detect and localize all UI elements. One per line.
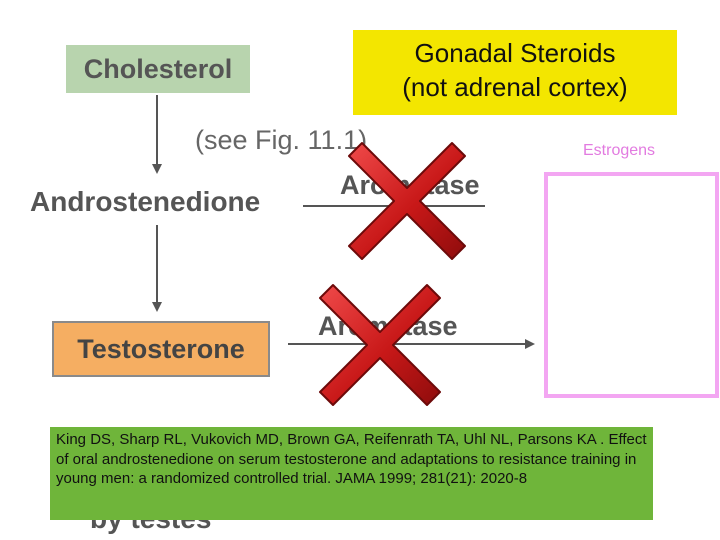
title-line-1: Gonadal Steroids bbox=[414, 38, 616, 68]
cross-icon bbox=[319, 284, 441, 406]
cholesterol-box: Cholesterol bbox=[66, 45, 250, 93]
androstenedione-label: Androstenedione bbox=[30, 186, 261, 217]
testosterone-box: Testosterone bbox=[52, 321, 270, 377]
estrogens-box bbox=[544, 172, 719, 398]
citation-box: King DS, Sharp RL, Vukovich MD, Brown GA… bbox=[50, 427, 653, 520]
title-line-2: (not adrenal cortex) bbox=[402, 72, 628, 102]
slide-title: Gonadal Steroids (not adrenal cortex) bbox=[353, 30, 677, 115]
see-figure-note: (see Fig. 11.1) bbox=[195, 125, 368, 155]
cross-icon bbox=[348, 142, 466, 260]
estrogens-label: Estrogens bbox=[583, 142, 656, 159]
